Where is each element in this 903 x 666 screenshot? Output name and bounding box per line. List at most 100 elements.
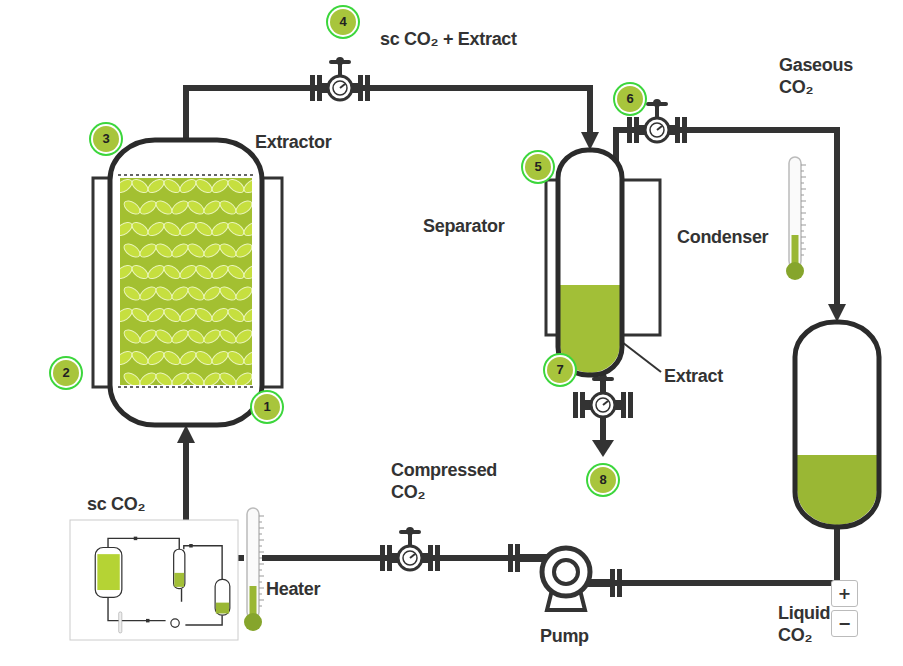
tank-outline [795, 322, 879, 527]
leaf [234, 284, 252, 303]
callout-number: 8 [590, 467, 616, 493]
valve [573, 374, 633, 418]
leaf [154, 370, 174, 385]
leaf [218, 198, 238, 217]
leaf [162, 178, 182, 195]
leaf [138, 198, 158, 217]
valve [310, 57, 370, 101]
leaf [120, 349, 134, 368]
leaf [178, 263, 198, 282]
leaf [226, 220, 246, 239]
node-label: Heater [266, 578, 320, 600]
leaf [178, 306, 198, 325]
node-outline [244, 508, 262, 630]
leaf [186, 370, 206, 385]
callout-number: 6 [617, 86, 643, 112]
leaf [234, 327, 252, 346]
leaf [162, 263, 182, 282]
separator-body [558, 150, 622, 375]
pipe-connector [592, 527, 837, 583]
callout-number: 2 [53, 360, 79, 386]
node-label: Separator [423, 215, 504, 237]
leaf [122, 370, 142, 385]
thumbnail-vessel [95, 548, 122, 598]
extractor-vessel [110, 140, 262, 425]
leaf [226, 178, 246, 195]
leaf [138, 370, 158, 385]
leaf [138, 327, 158, 346]
callout-number: 5 [525, 154, 551, 180]
leaf [178, 220, 198, 239]
leaf [218, 284, 238, 303]
pipe-connector [186, 88, 590, 142]
leaf [130, 306, 150, 325]
leaf [226, 349, 246, 368]
thumbnail-liquid [216, 603, 229, 614]
leaf [194, 220, 214, 239]
thumbnail-leaves [97, 554, 119, 590]
leaf [226, 306, 246, 325]
leaf [202, 370, 222, 385]
leaf [130, 263, 150, 282]
leaf [120, 220, 134, 239]
flow-label: sc CO₂ [87, 493, 145, 515]
node-outline [540, 548, 592, 596]
sieve-line [118, 386, 254, 388]
flow-label: Compressed CO₂ [391, 459, 509, 503]
zoom-button: − [831, 610, 858, 637]
thumbnail-inset [70, 520, 238, 640]
pump-flange [508, 544, 513, 572]
thumbnail-pipes [108, 538, 222, 625]
leaf [122, 284, 142, 303]
leaf-bed [120, 178, 252, 385]
thumbnail-valve [189, 544, 193, 548]
callout-number: 1 [254, 394, 280, 420]
pump-flange [515, 544, 520, 572]
leaf [242, 220, 252, 239]
leaf [242, 306, 252, 325]
outlet-arrow [592, 440, 614, 457]
leaf [162, 306, 182, 325]
leaf [202, 198, 222, 217]
leaf [162, 349, 182, 368]
leaf [154, 198, 174, 217]
pump: Pump [540, 548, 592, 596]
leaf [242, 178, 252, 195]
node-outline [795, 322, 879, 527]
plant-material [120, 178, 252, 385]
callout-number: 3 [93, 126, 119, 152]
thumbnail-liquid [174, 573, 184, 587]
leaf [170, 284, 190, 303]
leaf [210, 306, 230, 325]
part-label: Extract [664, 365, 723, 387]
flow-label: Gaseous CO₂ [779, 54, 867, 98]
leaf [226, 263, 246, 282]
node-label: Extractor [255, 131, 331, 153]
leaf [234, 241, 252, 260]
leaf [202, 241, 222, 260]
separator-vessel: Separator [558, 150, 622, 375]
leaf [170, 198, 190, 217]
leaf [130, 349, 150, 368]
condenser-thermometer [786, 157, 806, 280]
heater: Heater [244, 508, 262, 630]
leaf [170, 241, 190, 260]
co2-tank: Liquid CO₂ [795, 322, 879, 527]
leaf [194, 349, 214, 368]
leaf [250, 241, 252, 260]
leaf [218, 241, 238, 260]
node-label: Liquid CO₂ [778, 602, 833, 646]
leaf [202, 327, 222, 346]
thumbnail-valve [134, 537, 138, 541]
node-label: Pump [540, 625, 589, 647]
thumbnail-vessel [174, 549, 185, 588]
leaf [178, 178, 198, 195]
leaf [122, 327, 142, 346]
pump-casing [542, 548, 590, 596]
leaf [186, 241, 206, 260]
callout-number: 7 [547, 357, 573, 383]
pump-flange [617, 569, 622, 597]
